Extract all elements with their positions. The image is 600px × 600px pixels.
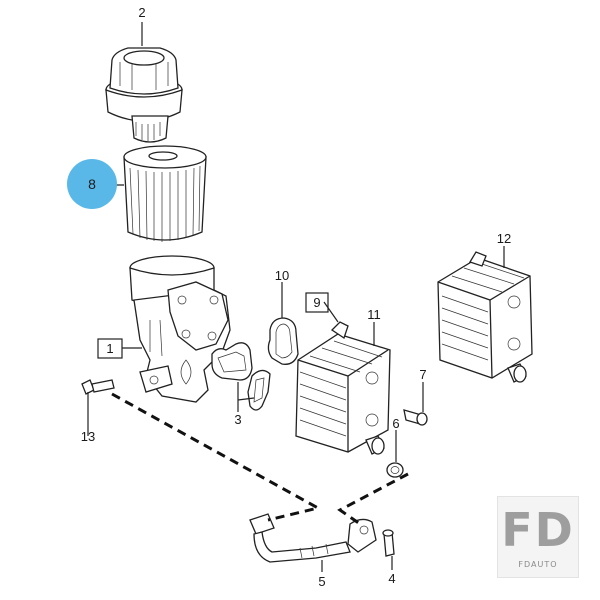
oil-cooler-12: [437, 251, 533, 383]
callout-5-label: 5: [318, 574, 325, 589]
callout-8: 8: [67, 159, 117, 209]
callout-9-box: [305, 292, 329, 313]
watermark-main-text: FD: [501, 503, 575, 557]
filter-cap: [105, 47, 183, 143]
routing-lines: [111, 392, 409, 526]
o-ring-6: [386, 462, 404, 478]
callout-7-label: 7: [419, 367, 426, 382]
callout-10-label: 10: [275, 268, 289, 283]
gaskets: [211, 342, 271, 411]
callout-13-label: 13: [81, 429, 95, 444]
leader-lines: [87, 22, 505, 572]
oil-pipe: [249, 513, 377, 563]
bolt-7: [403, 409, 428, 426]
watermark-logo: FD FDAUTO: [497, 496, 579, 578]
callout-2-label: 2: [138, 5, 145, 20]
callout-3-label: 3: [234, 412, 241, 427]
gasket-10: [267, 317, 299, 365]
bolt-4: [382, 529, 395, 557]
callout-12-label: 12: [497, 231, 511, 246]
callout-4-label: 4: [388, 571, 395, 586]
callout-9-label: 9: [313, 295, 320, 310]
callout-8-label: 8: [88, 176, 96, 192]
filter-housing: [129, 255, 231, 403]
callout-1-label: 1: [106, 341, 113, 356]
callout-6-label: 6: [392, 416, 399, 431]
callout-11-label: 11: [367, 307, 381, 322]
filter-element: [123, 145, 207, 242]
highlight-bubble: [67, 159, 117, 209]
bolt-13: [81, 379, 115, 395]
oil-cooler-11: [295, 321, 391, 455]
callout-1-box: [97, 338, 123, 359]
watermark-sub-text: FDAUTO: [518, 560, 558, 569]
